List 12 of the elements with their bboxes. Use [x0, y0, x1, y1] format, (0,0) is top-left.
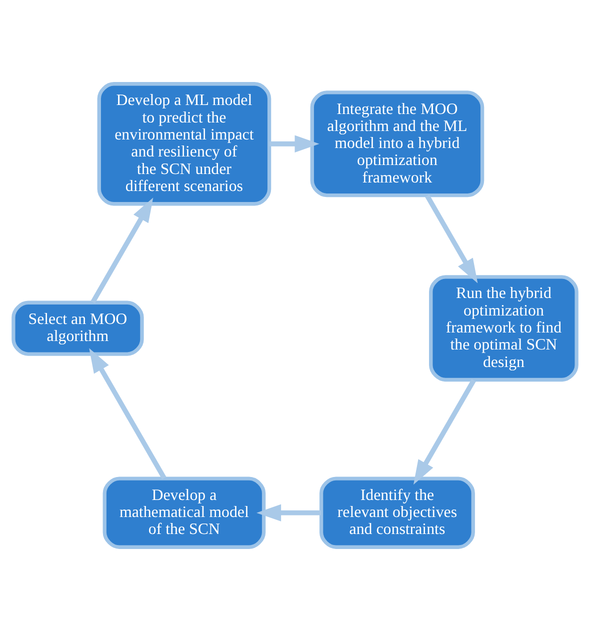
node-box: Develop a ML model to predict the environmental impact and resiliency of the SCN under different scenarios — [97, 82, 272, 206]
arrow — [89, 348, 166, 479]
node-box: Select an MOO algorithm — [12, 300, 144, 356]
arrow — [269, 134, 320, 152]
node-box: Integrate the MOO algorithm and the ML model into a hybrid optimization framework — [310, 90, 484, 197]
arrow — [413, 378, 476, 484]
arrow — [256, 504, 321, 521]
arrow — [425, 194, 478, 283]
node-box: Run the hybrid optimization framework to find the optimal SCN design — [429, 274, 578, 382]
node-box: Develop a mathematical model of the SCN — [102, 476, 266, 548]
arrow — [90, 197, 154, 304]
node-box: Identify the relevant objectives and constraints — [319, 476, 475, 548]
